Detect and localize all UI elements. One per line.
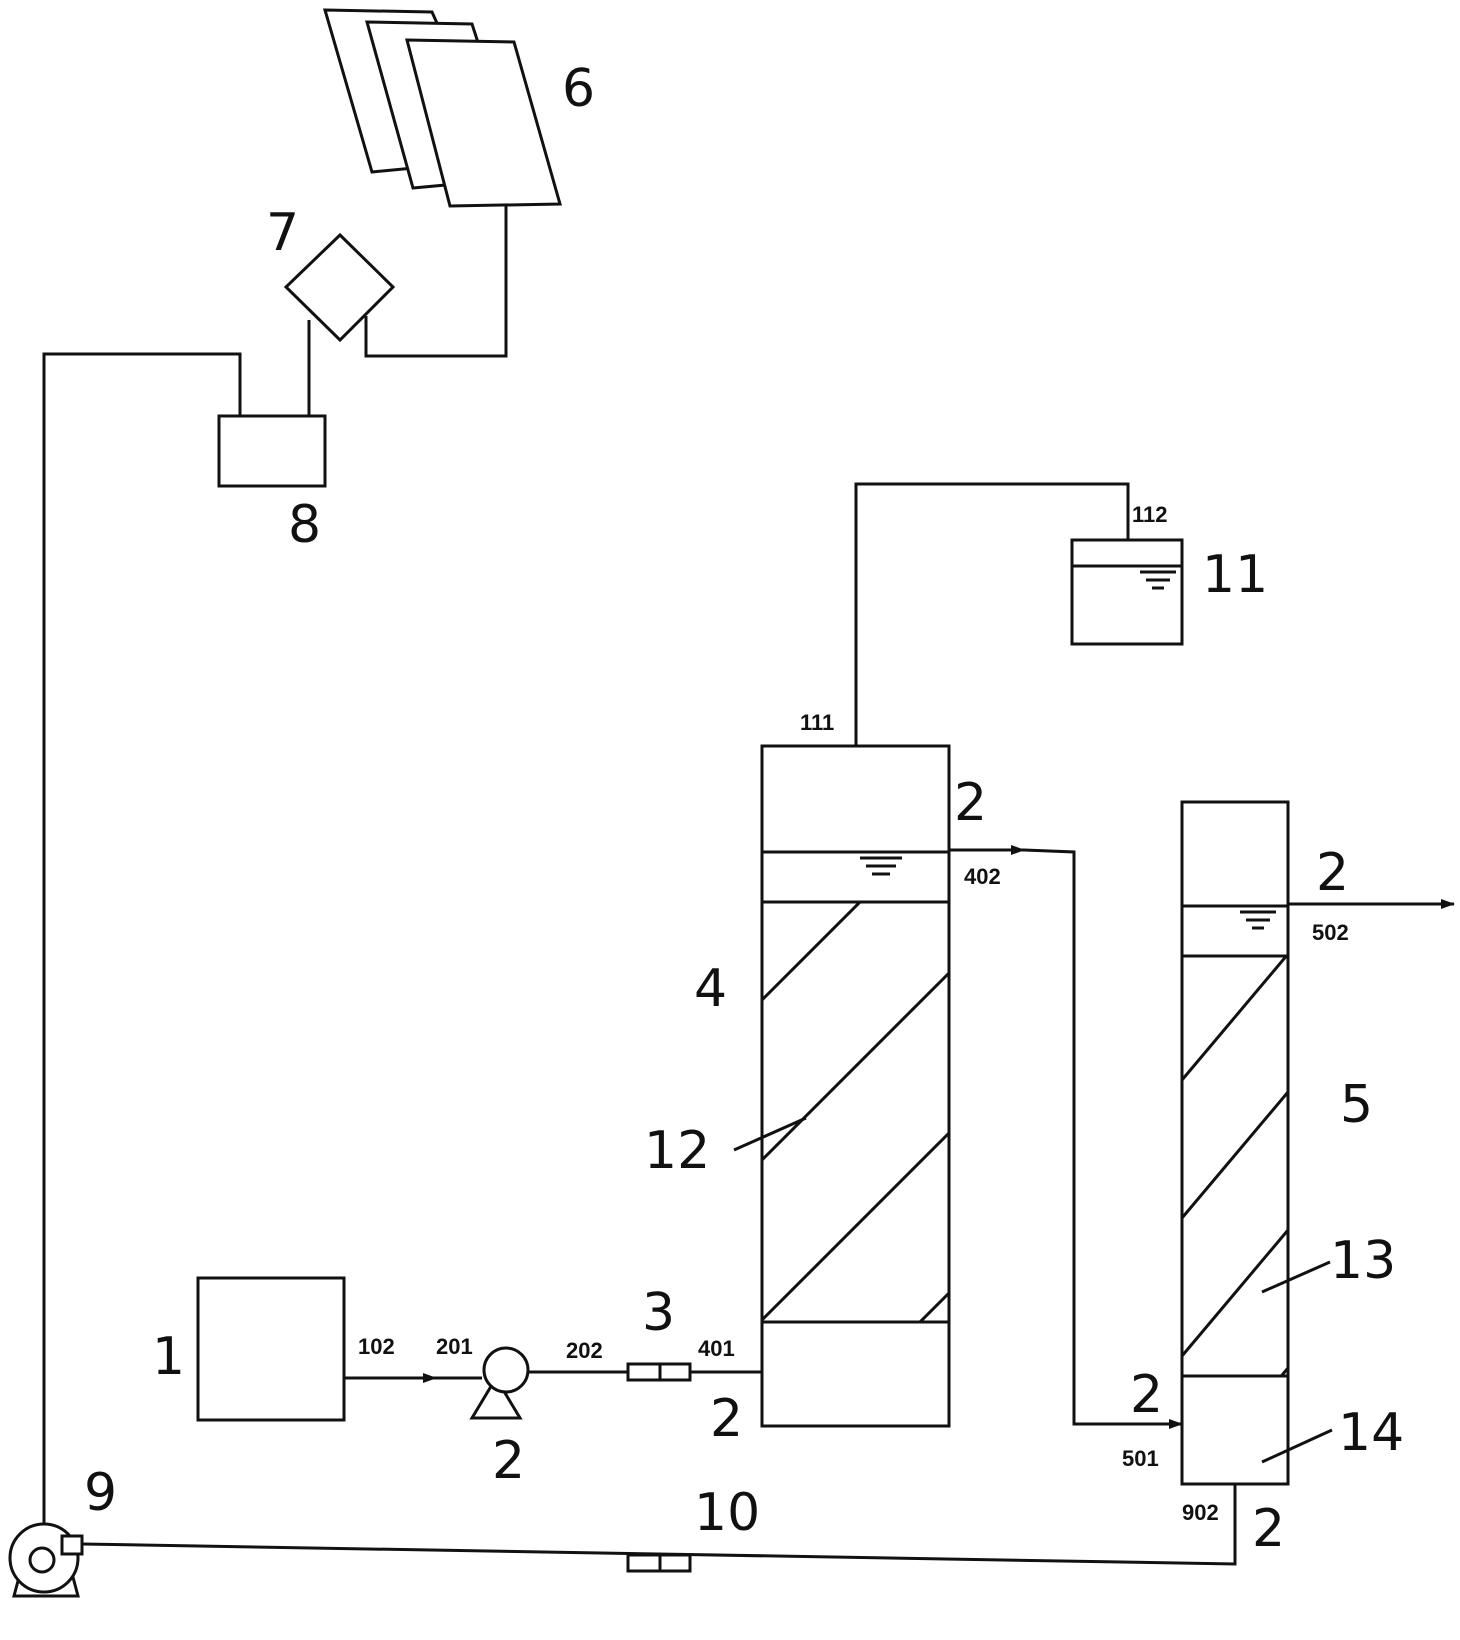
- label-flowmeter-10: 10: [694, 1483, 760, 1543]
- label-tank-11: 11: [1202, 545, 1268, 605]
- battery-box: [217, 414, 327, 488]
- port-202: 202: [566, 1338, 603, 1363]
- packing-12-hatch: [762, 902, 949, 1322]
- port-112: 112: [1132, 502, 1168, 527]
- port-401: 401: [698, 1336, 735, 1361]
- label-valve-902: 2: [1252, 1499, 1285, 1559]
- port-902: 902: [1182, 1500, 1219, 1525]
- label-battery: 8: [288, 495, 321, 555]
- column-4: [760, 744, 951, 1428]
- air-line: [81, 1462, 1237, 1566]
- label-valve-pump: 2: [492, 1431, 525, 1491]
- port-201: 201: [436, 1334, 473, 1359]
- label-flowmeter-3: 3: [642, 1283, 675, 1343]
- absorption-tank-11: [1070, 538, 1184, 646]
- label-valve-col4-top: 2: [954, 773, 987, 833]
- feed-pump: [469, 1346, 530, 1420]
- label-packing-12: 12: [644, 1121, 710, 1181]
- port-111: 111: [800, 710, 834, 735]
- water-level-col4: [860, 856, 902, 876]
- label-raw-water-tank: 1: [152, 1327, 185, 1387]
- raw-water-tank: [196, 1276, 346, 1422]
- leader-12: [733, 1116, 807, 1152]
- gas-line-111-112: [854, 482, 1130, 746]
- packing-13-hatch: [1182, 956, 1288, 1376]
- port-402: 402: [964, 864, 1001, 889]
- label-controller: 7: [266, 203, 299, 263]
- label-valve-col5-top: 2: [1316, 843, 1349, 903]
- label-column-4: 4: [694, 959, 727, 1019]
- water-level-tank11: [1140, 570, 1176, 590]
- wire-battery-blower: [42, 352, 242, 1538]
- solar-panels: [322, 8, 562, 208]
- controller-diamond: [283, 232, 396, 343]
- port-102: 102: [358, 1334, 395, 1359]
- label-valve-col5-bottom: 2: [1130, 1365, 1163, 1425]
- port-501: 501: [1122, 1446, 1159, 1471]
- column-5: [1180, 800, 1290, 1486]
- label-valve-col4-bottom: 2: [710, 1389, 743, 1449]
- pipe-402-501: [1023, 848, 1142, 1426]
- blower: [8, 1522, 84, 1598]
- label-solar-panels: 6: [562, 59, 595, 119]
- wire-panel-controller: [364, 206, 508, 358]
- port-502: 502: [1312, 920, 1349, 945]
- label-14: 14: [1338, 1403, 1404, 1463]
- label-packing-13: 13: [1330, 1231, 1396, 1291]
- label-blower: 9: [84, 1463, 117, 1523]
- water-level-col5: [1240, 910, 1276, 930]
- leader-14: [1261, 1428, 1333, 1464]
- leader-13: [1261, 1260, 1331, 1294]
- label-column-5: 5: [1340, 1075, 1373, 1135]
